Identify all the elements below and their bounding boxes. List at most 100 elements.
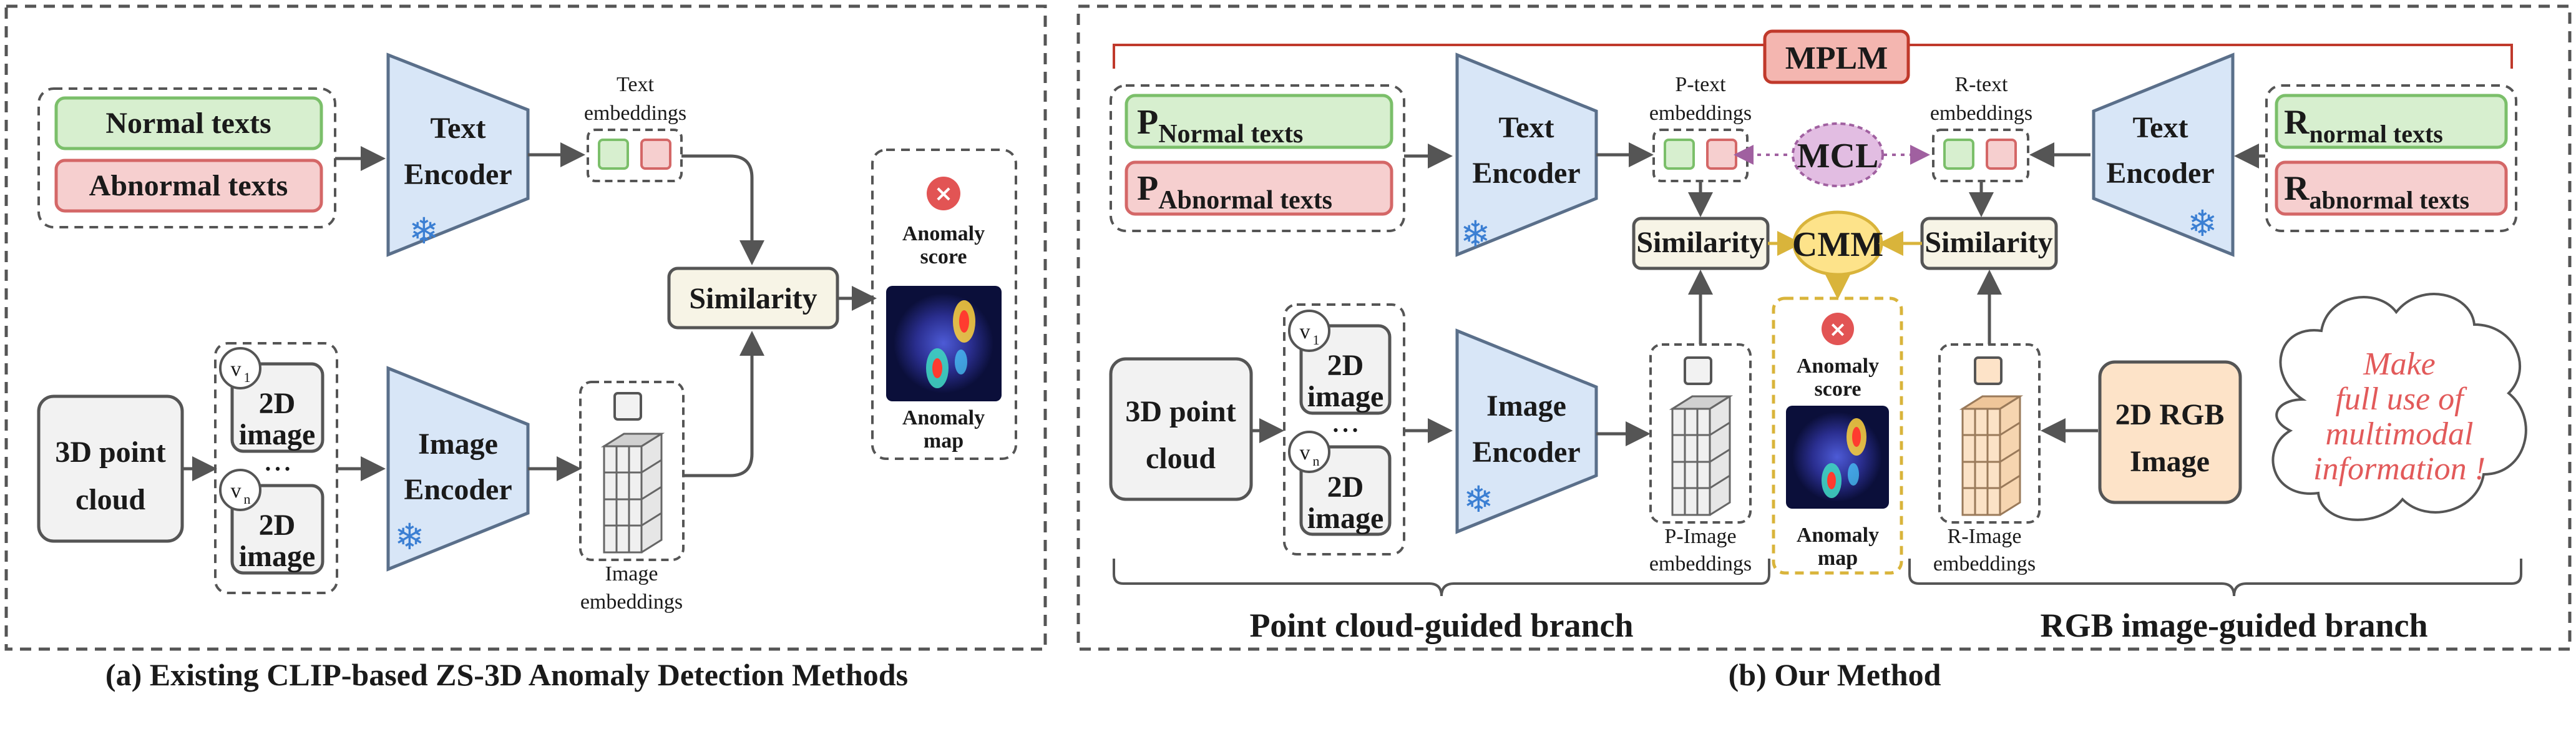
svg-text:v: v [1300, 320, 1310, 343]
panel-a-anomaly-map-image [886, 286, 1002, 401]
panel-b-r-text-embeddings-label2: embeddings [1930, 102, 2032, 125]
panel-a-image-embedding-token [613, 392, 642, 421]
panel-b-cmm-label: CMM [1792, 225, 1883, 264]
panel-b-cloud-line3: multimodal [2326, 416, 2474, 452]
panel-b-view1-label2: image [1307, 380, 1384, 413]
panel-a-text-embeddings-group [587, 129, 683, 182]
panel-a-view1-image [230, 362, 324, 453]
panel-b-branch-right-label: RGB image-guided branch [2040, 607, 2427, 644]
panel-a-image-encoder-line1: Image [418, 428, 498, 461]
panel-b-r-text-encoder-snowflake-icon: ❄ [2187, 202, 2218, 245]
panel-a-view1-label2: image [239, 418, 316, 451]
panel-b-r-normal-label: Rnormal texts [2284, 103, 2443, 148]
panel-a-point-cloud-line2: cloud [76, 483, 145, 516]
panel-b-view1-image [1299, 324, 1392, 415]
svg-text:v: v [231, 479, 242, 502]
panel-b-mcl-label: MCL [1797, 137, 1879, 175]
panel-b-viewn-label2: image [1307, 502, 1384, 535]
panel-b-p-abnormal-box [1125, 160, 1393, 216]
panel-b-p-image-embeddings-label1: P-Image [1664, 525, 1736, 548]
panel-b-p-text-encoder [1455, 52, 1598, 257]
panel-a-image-encoder-snowflake-icon: ❄ [394, 516, 425, 558]
panel-a-viewn-label2: image [239, 540, 316, 573]
panel-a-anomaly-x-icon [927, 177, 960, 210]
svg-text:×: × [934, 181, 953, 207]
panel-a-anomaly-map-line2: map [924, 429, 964, 453]
panel-b-point-cloud-box [1109, 357, 1253, 501]
panel-a-abnormal-embedding [640, 139, 671, 170]
panel-b-p-abnormal-label: PAbnormal texts [1137, 169, 1332, 215]
panel-b-viewn-image [1299, 445, 1392, 536]
panel-b-anomaly-map-line1: Anomaly [1797, 524, 1879, 547]
svg-text:v: v [231, 358, 242, 381]
panel-b-r-text-embeddings-label1: R-text [1955, 73, 2009, 96]
panel-b-p-text-encoder-line1: Text [1499, 111, 1554, 144]
panel-a-viewn-image [230, 484, 324, 575]
panel-b-anomaly-x-icon [1822, 313, 1854, 345]
panel-b-p-prompts-group [1110, 84, 1405, 232]
panel-b-p-text-embeddings-label2: embeddings [1649, 102, 1752, 125]
panel-b-r-abnormal-box [2275, 160, 2508, 216]
panel-b-cloud-line4: information ! [2313, 451, 2486, 487]
panel-b-left-brace [1113, 559, 1770, 597]
panel-b-cloud-line1: Make [2363, 346, 2435, 382]
svg-text:v: v [1300, 441, 1310, 464]
panel-a-normal-texts-label: Normal texts [105, 107, 271, 140]
panel-b-anomaly-map-image [1786, 406, 1889, 509]
panel-a-similarity-label: Similarity [689, 282, 817, 315]
panel-b-p-feature-cube-icon [1669, 395, 1734, 516]
panel-a-anomaly-map-line1: Anomaly [902, 406, 985, 429]
panel-a-frame [4, 4, 1047, 651]
panel-a-text-encoder-line2: Encoder [404, 158, 512, 191]
panel-b-image-encoder-line2: Encoder [1472, 436, 1580, 469]
panel-a-view1-badge [219, 347, 261, 389]
panel-b-r-text-encoder-line1: Text [2133, 111, 2188, 144]
panel-a-image-embeddings-label2: embeddings [580, 590, 683, 614]
panel-b-mplm-bracket [1113, 44, 2513, 69]
panel-b-p-normal-label: PNormal texts [1137, 103, 1303, 149]
panel-b-thought-cloud [2271, 293, 2527, 521]
panel-b-p-image-embeddings-label2: embeddings [1649, 552, 1752, 575]
panel-b-p-abnormal-embedding [1706, 139, 1737, 170]
panel-a-text-embeddings-label1: Text [617, 73, 654, 96]
panel-b-rgb-image-line2: Image [2130, 445, 2210, 478]
panel-b-mplm-label: MPLM [1785, 41, 1888, 76]
panel-b-r-image-embeddings-label2: embeddings [1933, 552, 2036, 575]
panel-b-p-text-encoder-snowflake-icon: ❄ [1460, 213, 1491, 255]
panel-b-r-image-embedding-token [1974, 356, 2003, 385]
panel-b-p-text-encoder-line2: Encoder [1472, 157, 1580, 190]
panel-a-image-embeddings-group [579, 381, 685, 561]
panel-b-r-text-encoder [2092, 52, 2235, 257]
panel-b-p-similarity-label: Similarity [1636, 226, 1764, 259]
panel-a-point-cloud-line1: 3D point [55, 436, 165, 469]
panel-b-p-normal-box [1125, 94, 1393, 149]
panel-b-viewn-label1: 2D [1327, 471, 1364, 504]
panel-a-image-encoder-line2: Encoder [404, 473, 512, 506]
panel-b-right-brace [1908, 559, 2522, 597]
panel-b-mplm-box [1763, 29, 1910, 84]
panel-b-anomaly-score-line2: score [1815, 378, 1861, 401]
panel-b-r-normal-embedding [1943, 139, 1974, 170]
panel-a-text-embeddings-label2: embeddings [584, 102, 686, 125]
panel-a-feature-cube-icon [600, 433, 665, 554]
panel-b-image-encoder [1455, 328, 1598, 534]
svg-text:1: 1 [1313, 332, 1320, 348]
panel-a-anomaly-score-line2: score [920, 245, 967, 268]
panel-b-p-normal-embedding [1664, 139, 1695, 170]
panel-b-r-abnormal-label: Rabnormal texts [2284, 169, 2469, 214]
panel-b-caption: (b) Our Method [1729, 657, 1941, 692]
panel-b-r-abnormal-embedding [1986, 139, 2017, 170]
panel-a-text-encoder-snowflake-icon: ❄ [409, 210, 439, 252]
panel-a-point-cloud-box [37, 394, 184, 543]
panel-a-text-encoder-line1: Text [431, 112, 486, 145]
panel-a-normal-embedding [598, 139, 629, 170]
panel-b-r-similarity-label: Similarity [1925, 226, 2052, 259]
panel-b-image-encoder-snowflake-icon: ❄ [1463, 478, 1494, 521]
panel-b-image-encoder-line1: Image [1486, 389, 1566, 423]
panel-a-viewn-label1: 2D [259, 509, 296, 542]
panel-a-caption: (a) Existing CLIP-based ZS-3D Anomaly De… [105, 657, 908, 692]
panel-b-r-feature-cube-icon [1959, 395, 2024, 516]
panel-b-point-cloud-line2: cloud [1146, 442, 1216, 475]
panel-a-viewn-badge [219, 469, 261, 511]
panel-a-view1-label1: 2D [259, 387, 296, 420]
